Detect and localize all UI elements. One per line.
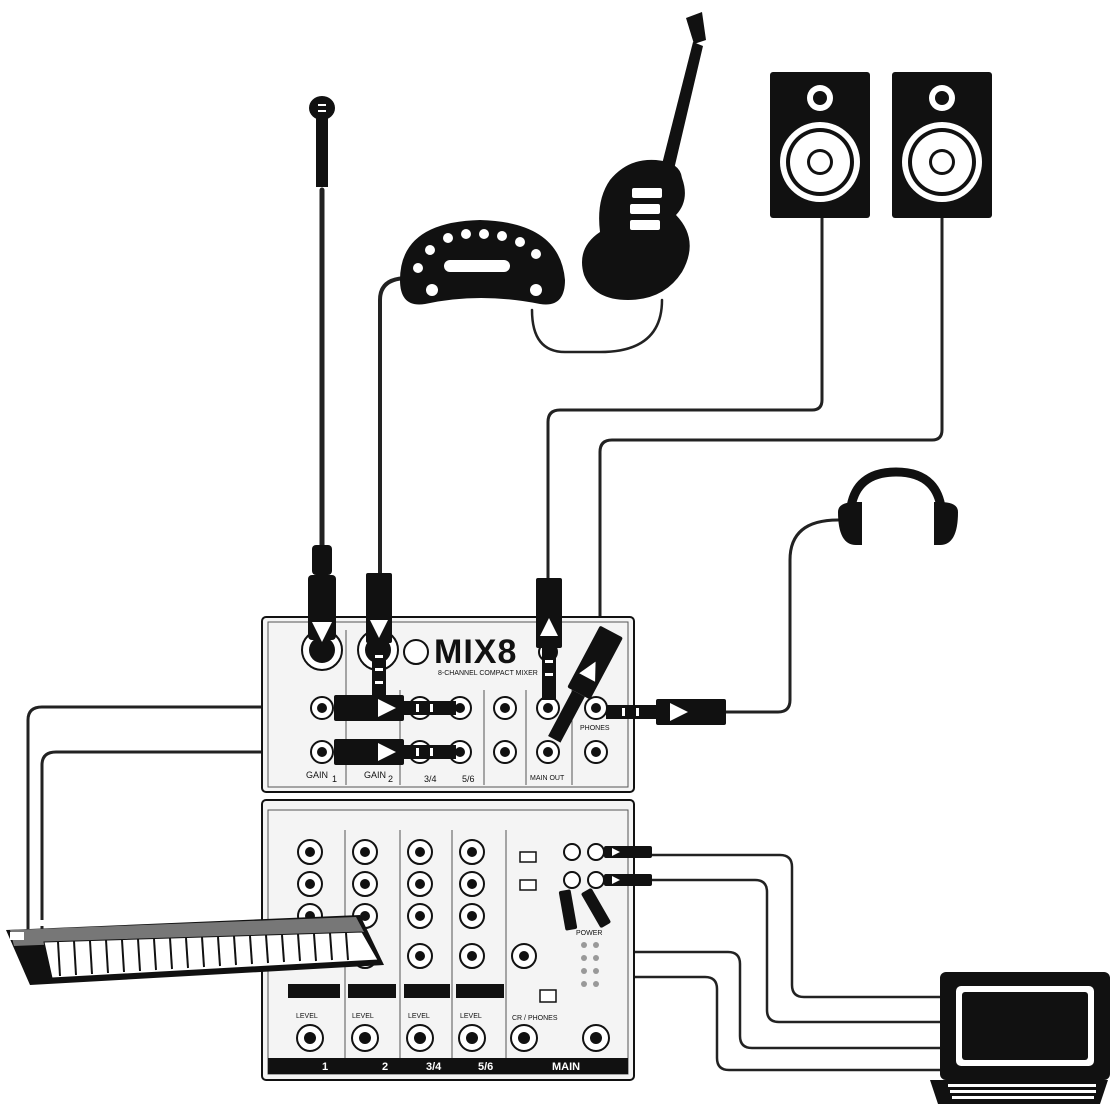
mixer-front-panel: POWER CR / PHONES LEVEL LEVEL LEVEL LEVE…: [261, 799, 635, 1081]
xlr-plug: [308, 545, 336, 642]
mixer-tagline: 8-CHANNEL COMPACT MIXER: [438, 670, 538, 677]
strip-label-1: 1: [322, 1061, 328, 1073]
jack-plug-kbd-1: [334, 695, 456, 721]
channel-label-34: 3/4: [424, 774, 437, 784]
headphones-icon: [838, 467, 958, 545]
speaker-icon: [770, 72, 870, 218]
button-toggle-2[interactable]: [519, 879, 537, 891]
rca-jack-2[interactable]: [587, 843, 605, 861]
rca-jack-1[interactable]: [563, 843, 581, 861]
jack-plug-kbd-2: [334, 739, 456, 765]
effects-pedal-icon: [400, 220, 565, 305]
button-toggle-3[interactable]: [539, 989, 557, 1003]
pedal-to-ch2-cable: [378, 276, 410, 577]
brand-logo-icon: [403, 639, 429, 665]
jack-plug-ch2: [366, 573, 392, 698]
laptop-cable-1: [648, 853, 942, 999]
strip-label-main: MAIN: [552, 1061, 580, 1073]
channel-label-2: 2: [388, 774, 393, 784]
strip-label-56: 5/6: [478, 1061, 493, 1073]
level-label-1: LEVEL: [296, 1013, 318, 1020]
speaker-icon: [892, 72, 992, 218]
guitar-to-pedal-cable: [530, 298, 664, 354]
keyboard-cable-1: [26, 705, 338, 937]
mixer-brand: MIX8: [434, 633, 517, 671]
microphone-icon: [309, 96, 335, 187]
laptop-cable-2: [648, 878, 942, 1024]
power-label: POWER: [576, 930, 602, 937]
rca-jack-4[interactable]: [587, 871, 605, 889]
channel-label-1: 1: [332, 774, 337, 784]
rca-jack-3[interactable]: [563, 871, 581, 889]
gain-label-2: GAIN: [364, 770, 386, 780]
level-label-56: LEVEL: [460, 1013, 482, 1020]
headphones-cable: [718, 518, 840, 714]
keyboard-keys: [43, 931, 379, 979]
monitor-left-cable: [546, 216, 824, 582]
laptop-icon: [930, 972, 1110, 1104]
rca-plugs: [558, 846, 652, 931]
phones-label: PHONES: [580, 725, 610, 732]
plugs-top: [308, 545, 726, 765]
jack-plug-main-l: [536, 578, 562, 700]
jack-plug-main-r: [548, 626, 623, 743]
level-label-34: LEVEL: [408, 1013, 430, 1020]
level-label-2: LEVEL: [352, 1013, 374, 1020]
monitor-right-cable: [598, 216, 944, 634]
button-toggle-1[interactable]: [519, 851, 537, 863]
strip-label-34: 3/4: [426, 1061, 442, 1073]
guitar-icon: [582, 12, 706, 300]
gain-label-1: GAIN: [306, 770, 328, 780]
keyboard-icon: [6, 915, 384, 985]
channel-label-56: 5/6: [462, 774, 475, 784]
jack-plug-phones: [606, 699, 726, 725]
main-out-label: MAIN OUT: [530, 775, 565, 782]
strip-label-2: 2: [382, 1061, 388, 1073]
cr-phones-label: CR / PHONES: [512, 1015, 558, 1022]
keyboard-cable-2: [40, 750, 338, 937]
